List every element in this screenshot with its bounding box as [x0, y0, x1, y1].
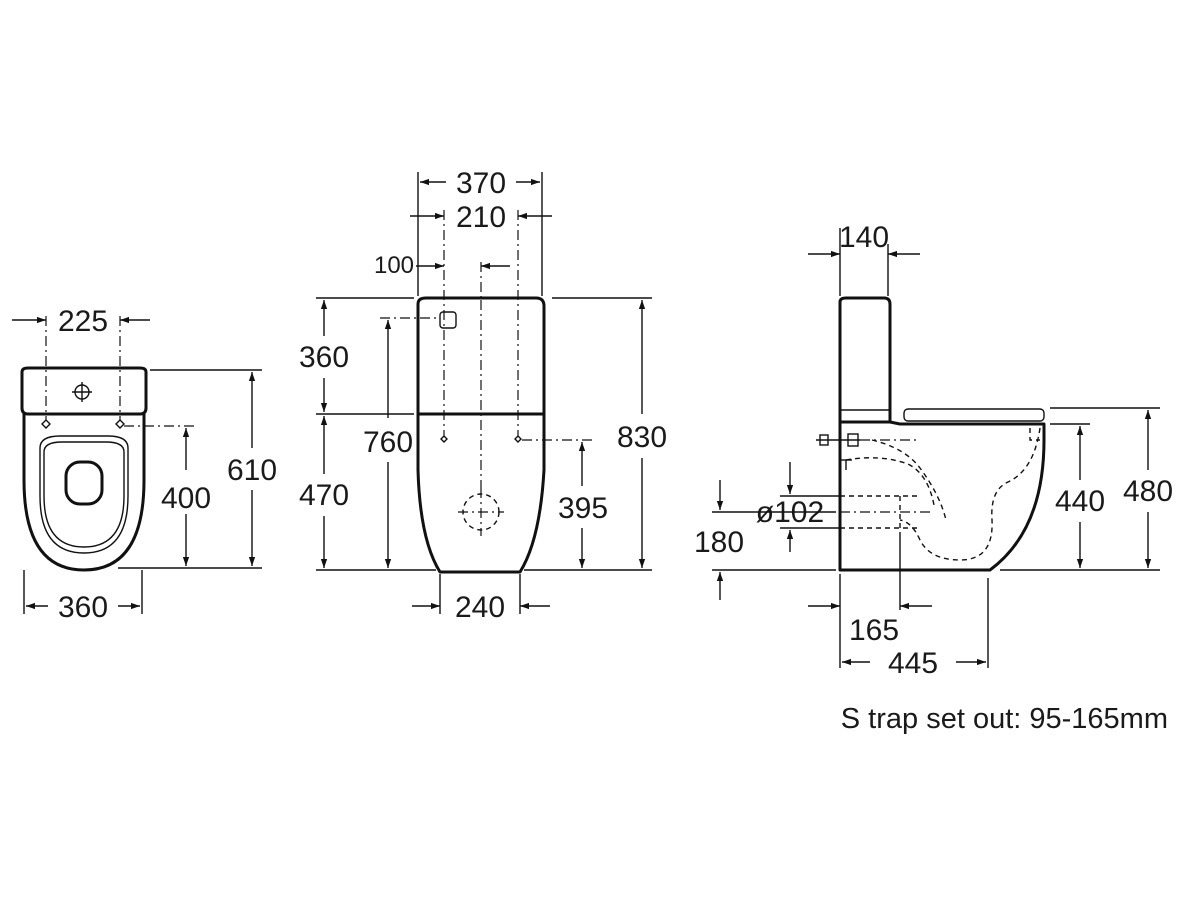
front-view-cistern — [416, 296, 546, 416]
dim-440: 440 — [1055, 485, 1105, 518]
dim-400: 400 — [161, 482, 211, 515]
top-view-bowl — [22, 414, 146, 572]
dim-240: 240 — [455, 591, 505, 624]
top-view: 225 610 400 360 — [12, 305, 277, 624]
dim-165: 165 — [849, 614, 899, 647]
side-view-bowl — [838, 420, 1046, 572]
dim-470: 470 — [299, 479, 349, 512]
dim-100: 100 — [374, 252, 414, 279]
dim-360-top: 360 — [58, 591, 108, 624]
dim-445: 445 — [888, 647, 938, 680]
front-view: 370 210 100 360 470 760 830 — [299, 167, 667, 624]
dim-370: 370 — [456, 167, 506, 200]
top-view-tank — [20, 366, 148, 416]
dim-760: 760 — [363, 426, 413, 459]
side-view-cistern — [838, 296, 892, 424]
dim-360-front: 360 — [299, 341, 349, 374]
front-flush-button-icon — [439, 311, 457, 329]
dim-210: 210 — [456, 201, 506, 234]
side-view-seat — [903, 408, 1045, 422]
top-view-seat-inner — [43, 441, 125, 548]
top-view-opening — [64, 460, 104, 506]
s-trap-note: S trap set out: 95-165mm — [841, 703, 1168, 735]
side-view-trapway — [871, 439, 947, 521]
front-view-body — [416, 414, 546, 574]
dim-830: 830 — [617, 421, 667, 454]
dim-395: 395 — [558, 492, 608, 525]
inlet-connector-icon — [816, 433, 920, 447]
dim-610: 610 — [227, 454, 277, 487]
dim-140: 140 — [839, 221, 889, 254]
dim-480: 480 — [1123, 475, 1173, 508]
dim-180: 180 — [694, 526, 744, 559]
top-view-seat — [39, 435, 129, 554]
dim-225: 225 — [58, 305, 108, 338]
side-view: 140 ø102 180 440 480 165 445 — [694, 221, 1173, 680]
